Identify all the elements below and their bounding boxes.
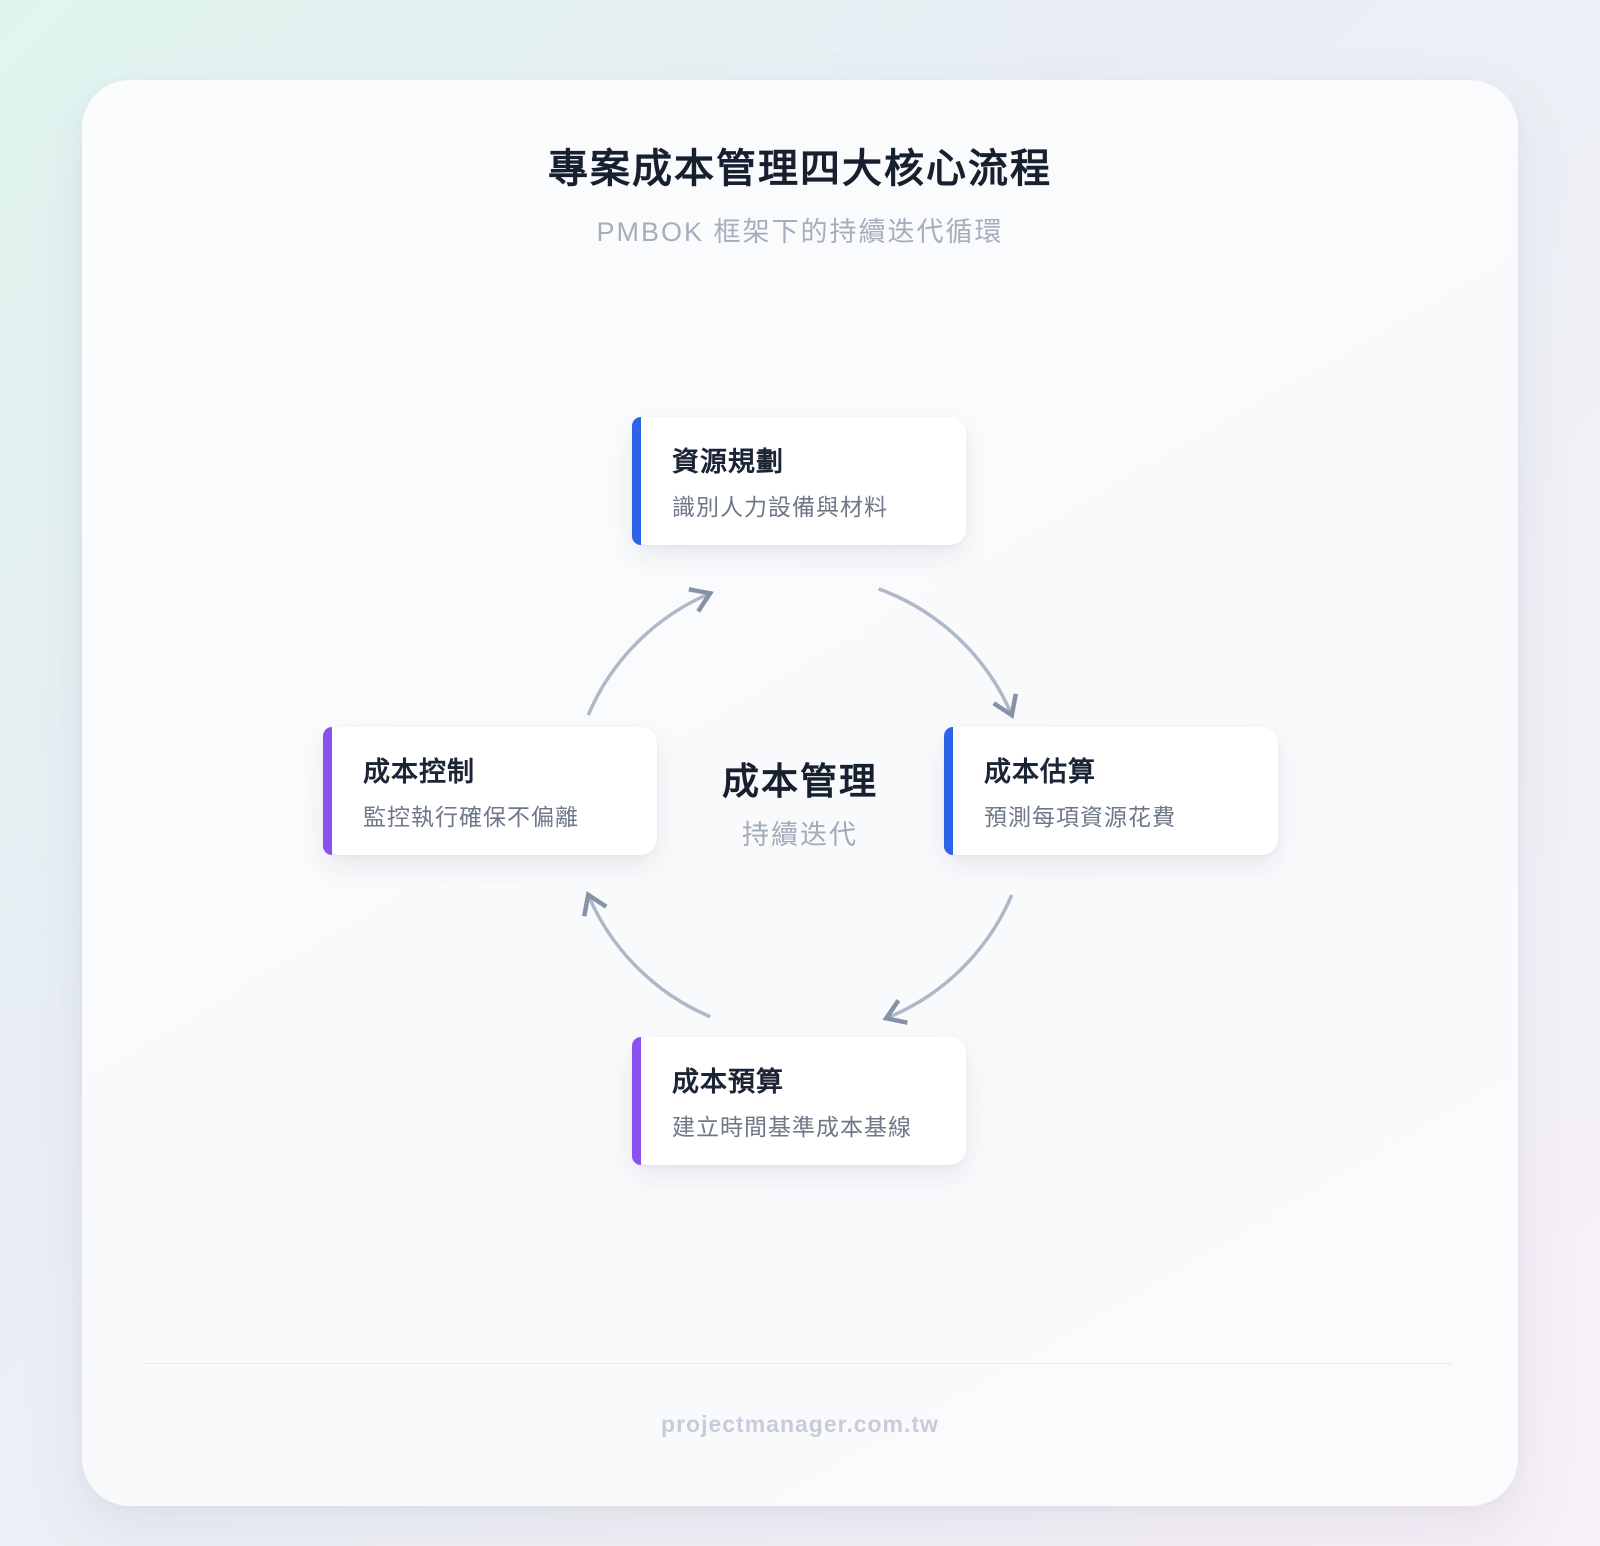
process-card-cost-budgeting: 成本預算 建立時間基準成本基線 <box>632 1037 966 1165</box>
arrow-bottom-left-icon <box>581 891 711 1019</box>
cycle-center-label: 成本管理 持續迭代 <box>650 760 950 851</box>
process-description: 監控執行確保不偏離 <box>363 804 579 830</box>
center-subtitle: 持續迭代 <box>742 820 858 850</box>
process-card-cost-control: 成本控制 監控執行確保不偏離 <box>323 727 657 855</box>
page-subtitle: PMBOK 框架下的持續迭代循環 <box>596 217 1004 247</box>
process-title: 成本控制 <box>363 757 475 787</box>
accent-bar <box>632 417 641 545</box>
arrow-top-right-icon <box>878 587 1019 719</box>
arrow-top-left-icon <box>586 587 714 716</box>
process-card-cost-estimating: 成本估算 預測每項資源花費 <box>944 727 1278 855</box>
process-card-body: 成本預算 建立時間基準成本基線 <box>632 1037 966 1140</box>
footer-divider <box>145 1363 1452 1364</box>
header: 專案成本管理四大核心流程 PMBOK 框架下的持續迭代循環 <box>82 80 1518 248</box>
process-card-body: 成本估算 預測每項資源花費 <box>944 727 1278 830</box>
process-card-body: 成本控制 監控執行確保不偏離 <box>323 727 657 830</box>
footer-watermark: projectmanager.com.tw <box>661 1411 939 1437</box>
process-card-resource-planning: 資源規劃 識別人力設備與材料 <box>632 417 966 545</box>
page-title: 專案成本管理四大核心流程 <box>548 147 1052 191</box>
accent-bar <box>632 1037 641 1165</box>
center-title: 成本管理 <box>722 761 878 802</box>
accent-bar <box>944 727 953 855</box>
process-card-body: 資源規劃 識別人力設備與材料 <box>632 417 966 520</box>
process-title: 成本預算 <box>672 1067 784 1097</box>
process-title: 資源規劃 <box>672 447 784 477</box>
process-description: 建立時間基準成本基線 <box>672 1114 912 1140</box>
arrow-bottom-right-icon <box>882 894 1014 1025</box>
process-description: 識別人力設備與材料 <box>672 494 888 520</box>
accent-bar <box>323 727 332 855</box>
process-title: 成本估算 <box>984 757 1096 787</box>
process-description: 預測每項資源花費 <box>984 804 1176 830</box>
infographic-card: 專案成本管理四大核心流程 PMBOK 框架下的持續迭代循環 資源規劃 識別人力設… <box>82 80 1518 1506</box>
